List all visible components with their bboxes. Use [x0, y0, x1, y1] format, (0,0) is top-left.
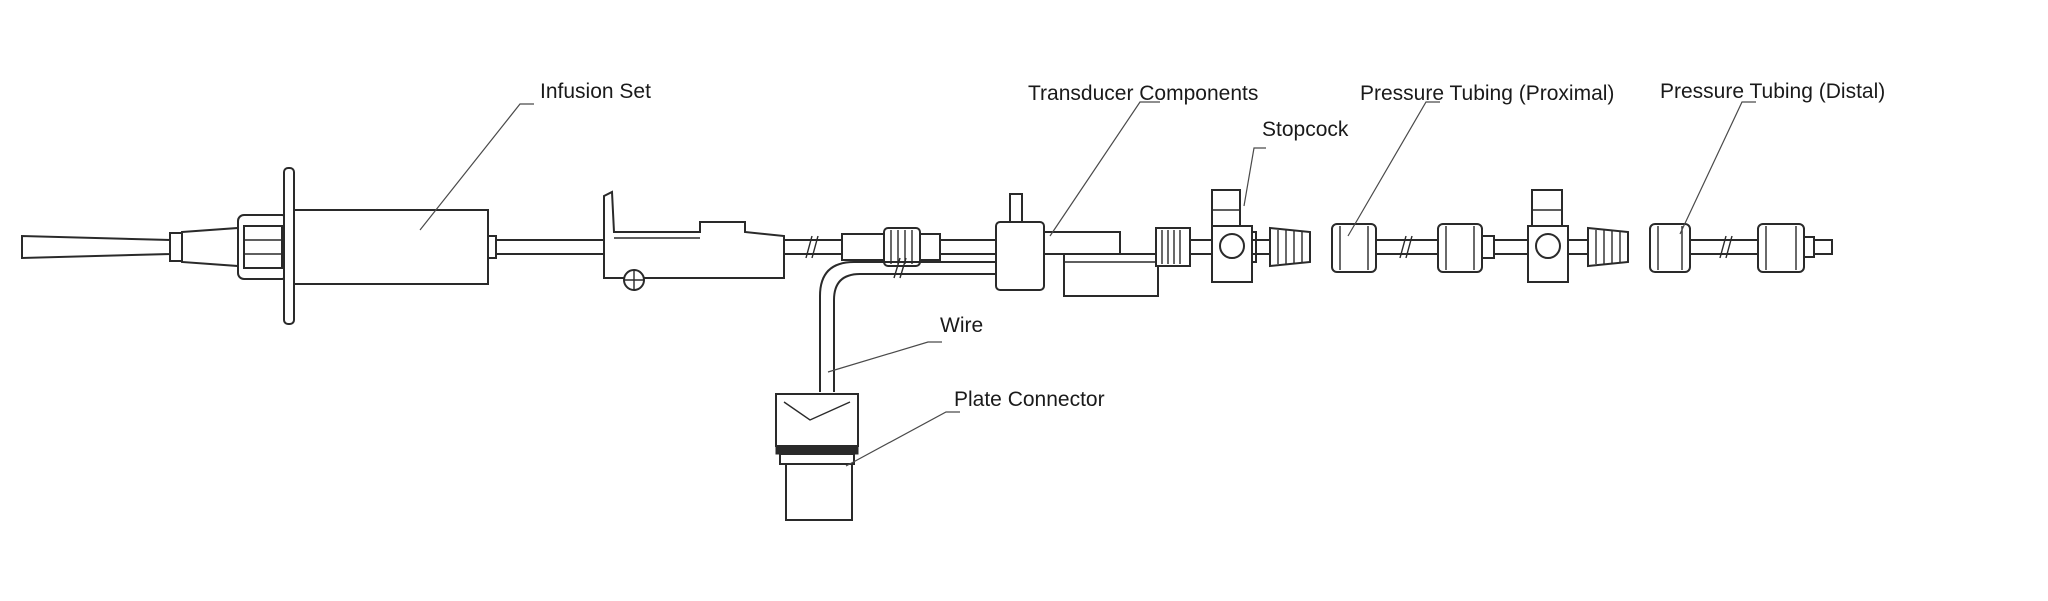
proximal-connector [1331, 223, 1377, 273]
break-mark [1719, 235, 1727, 259]
break-mark [805, 235, 813, 259]
distal-tip [1813, 239, 1833, 255]
pressure-tubing-proximal [1331, 223, 1528, 273]
transducer-body [1043, 231, 1121, 255]
label-wire: Wire [940, 314, 983, 337]
roller-clamp [603, 190, 785, 279]
labels: Infusion Set Transducer Components Stopc… [540, 80, 1885, 411]
label-stopcock: Stopcock [1262, 118, 1349, 141]
proximal-end-connector [1437, 223, 1483, 273]
stopcock-2 [1527, 189, 1629, 283]
stopcock-handle [1211, 189, 1241, 227]
spike-collar [169, 232, 183, 262]
stopcock-1 [1211, 189, 1311, 283]
wire-cable [819, 257, 996, 392]
spike-body [181, 226, 239, 268]
leader-wire [827, 341, 942, 373]
label-pressure-tubing-distal: Pressure Tubing (Distal) [1660, 80, 1885, 103]
plate-connector-body [785, 463, 853, 521]
transducer-housing [995, 221, 1045, 291]
plate-connector-component [775, 393, 859, 521]
chamber-outlet [487, 235, 497, 259]
stopcock-valve [1535, 233, 1561, 259]
transducer-luer [1155, 227, 1191, 267]
main-tubing [784, 233, 885, 261]
label-plate-connector: Plate Connector [954, 388, 1105, 411]
drip-chamber [293, 209, 489, 285]
pressure-tubing-distal [1649, 223, 1833, 273]
label-infusion-set: Infusion Set [540, 80, 651, 103]
stopcock-valve [1219, 233, 1245, 259]
label-pressure-tubing-proximal: Pressure Tubing (Proximal) [1360, 82, 1614, 105]
stopcock-luer [1269, 226, 1311, 268]
stopcock-luer [1587, 226, 1629, 268]
stopcock-handle [1531, 189, 1563, 227]
distal-connector [1649, 223, 1691, 273]
transducer-plate [1063, 253, 1159, 297]
infusion-set-component [21, 167, 785, 325]
plate-connector-top [775, 393, 859, 447]
tube-connector [841, 233, 885, 261]
leader-stopcock [1243, 147, 1266, 207]
break-mark [893, 257, 901, 279]
drip-chamber-inner [243, 225, 283, 269]
spike-tip [21, 234, 171, 260]
plate-connector-band [775, 445, 859, 455]
break-mark [1399, 235, 1407, 259]
leader-transducer-components [1049, 101, 1160, 237]
leader-pressure-tubing-proximal [1347, 101, 1440, 237]
distal-end-connector [1757, 223, 1805, 273]
transducer-components [883, 193, 1218, 297]
leader-pressure-tubing-distal [1679, 101, 1756, 235]
flush-tab [1009, 193, 1023, 225]
leader-infusion-set [419, 103, 534, 231]
leader-plate-connector [845, 411, 960, 467]
flange [283, 167, 295, 325]
label-transducer-components: Transducer Components [1028, 82, 1258, 105]
luer-lock [883, 227, 921, 267]
leader-lines [419, 101, 1756, 467]
